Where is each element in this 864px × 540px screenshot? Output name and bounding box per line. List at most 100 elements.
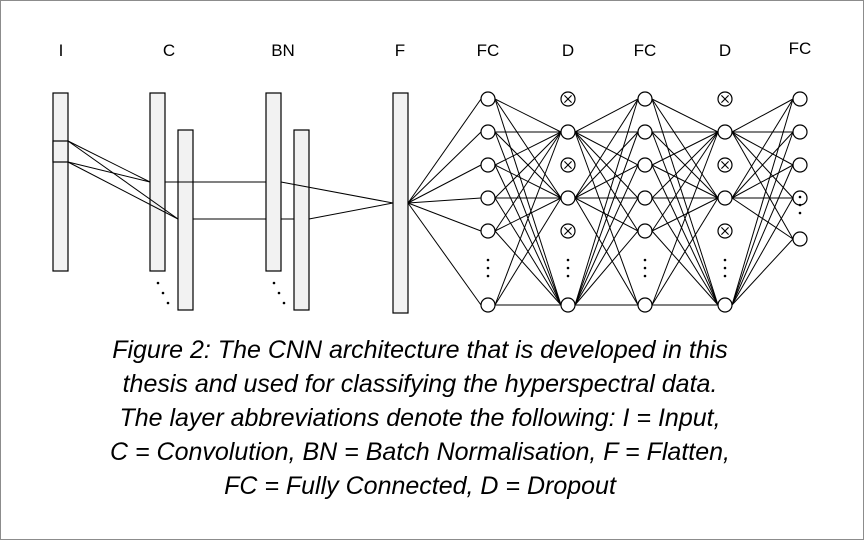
dropped-neuron xyxy=(717,157,733,173)
fc1-ellipsis xyxy=(486,258,490,278)
dropout2-fc3-connection xyxy=(731,164,794,199)
dropout2-fc3-connection xyxy=(731,98,794,199)
dropout2-fc3-connection xyxy=(731,131,794,199)
flatten-fc1-connection xyxy=(407,98,482,204)
fc1-neuron xyxy=(480,124,496,140)
dropout2-ellipsis xyxy=(723,258,727,278)
dropout2-fc3-connection xyxy=(731,131,794,240)
fc2-dropout2-connection xyxy=(651,164,719,306)
dropout1-ellipsis xyxy=(566,258,570,278)
dropout1-fc2-connection xyxy=(574,98,639,199)
dropout2-fc3-connection xyxy=(731,131,794,306)
fc2-dropout2-connection xyxy=(651,197,719,232)
fc2-ellipsis xyxy=(643,258,647,278)
dropout2-fc3-connection xyxy=(731,98,794,133)
flatten-layer-bar xyxy=(392,92,409,314)
conv-feature-map-1 xyxy=(149,92,166,272)
fc2-dropout2-connection xyxy=(651,131,719,232)
label-fc-1: FC xyxy=(477,41,500,60)
fc2-dropout2-connection xyxy=(651,98,719,306)
label-convolution: C xyxy=(163,41,175,60)
caption-line-4: C = Convolution, BN = Batch Normalisatio… xyxy=(110,438,730,466)
label-dropout-2: D xyxy=(719,41,731,60)
label-fc-2: FC xyxy=(634,41,657,60)
dropout1-fc2-connection xyxy=(574,131,639,199)
input-layer-bar xyxy=(52,92,69,272)
dropout1-neuron xyxy=(560,124,576,140)
label-fc-3: FC xyxy=(789,39,812,58)
label-input: I xyxy=(59,41,64,60)
figure-caption: Figure 2: The CNN architecture that is d… xyxy=(20,333,820,503)
dropout1-fc2-connection xyxy=(574,197,639,306)
fc1-dropout1-connection xyxy=(494,131,562,166)
dropout1-fc2-connection xyxy=(574,98,639,133)
fc2-neuron xyxy=(637,190,653,206)
dropout2-fc3-connection xyxy=(731,197,794,306)
bn-feature-map-2 xyxy=(293,129,310,311)
dropout2-neuron xyxy=(717,124,733,140)
fc2-dropout2-connection xyxy=(651,131,719,306)
fc1-dropout1-connection xyxy=(494,98,562,133)
fc2-dropout2-connection xyxy=(651,230,719,306)
label-flatten: F xyxy=(395,41,405,60)
dropout2-fc3-connection xyxy=(731,98,794,306)
fc1-dropout1-connection xyxy=(494,131,562,232)
dropped-neuron xyxy=(717,223,733,239)
dropout2-fc3-connection xyxy=(731,238,794,306)
dropout1-fc2-connection xyxy=(574,131,639,306)
flatten-fc1-connection xyxy=(407,197,482,204)
dropout1-fc2-connection xyxy=(574,197,639,232)
fc2-dropout2-connection xyxy=(651,197,719,306)
fc2-neuron xyxy=(637,297,653,313)
fc3-neuron xyxy=(792,124,808,140)
dropout2-fc3-connection xyxy=(731,164,794,306)
flatten-fc1-connection xyxy=(407,202,482,232)
caption-line-1: Figure 2: The CNN architecture that is d… xyxy=(112,336,728,364)
fc3-ellipsis xyxy=(798,195,802,215)
fc2-dropout2-connection xyxy=(651,98,719,133)
caption-line-5: FC = Fully Connected, D = Dropout xyxy=(224,472,616,500)
input-conv-connections xyxy=(67,140,179,220)
bn-flatten-connections xyxy=(280,181,394,220)
fc2-neuron xyxy=(637,91,653,107)
fc2-neuron xyxy=(637,124,653,140)
fc2-dropout2-connection xyxy=(651,131,719,199)
fc1-neuron xyxy=(480,91,496,107)
dropout2-neuron xyxy=(717,190,733,206)
fc1-dropout1-connection xyxy=(494,164,562,306)
fc1-neuron xyxy=(480,190,496,206)
fc1-neuron xyxy=(480,223,496,239)
fc1-dropout1-connection xyxy=(494,131,562,306)
dense-connections xyxy=(407,98,794,306)
dropout2-neuron xyxy=(717,297,733,313)
dropped-neuron xyxy=(717,91,733,107)
fc1-dropout1-connection xyxy=(494,197,562,232)
dropped-neuron xyxy=(560,223,576,239)
bn-ellipsis xyxy=(272,281,286,305)
dropout1-neuron xyxy=(560,297,576,313)
dropout1-fc2-connection xyxy=(574,98,639,306)
dense-nodes xyxy=(480,91,808,313)
caption-line-3: The layer abbreviations denote the follo… xyxy=(119,404,721,432)
dropout1-fc2-connection xyxy=(574,164,639,199)
fc3-neuron xyxy=(792,157,808,173)
fc2-neuron xyxy=(637,157,653,173)
fc1-neuron xyxy=(480,157,496,173)
fc2-neuron xyxy=(637,223,653,239)
caption-line-2: thesis and used for classifying the hype… xyxy=(122,370,718,398)
cnn-architecture-diagram: I C BN F FC D FC D FC xyxy=(52,39,812,314)
label-dropout-1: D xyxy=(562,41,574,60)
dropped-neuron xyxy=(560,157,576,173)
flatten-fc1-connection xyxy=(407,202,482,306)
fc1-dropout1-connection xyxy=(494,230,562,306)
dropped-neuron xyxy=(560,91,576,107)
fc3-neuron xyxy=(792,231,808,247)
input-receptive-window xyxy=(52,140,69,163)
fc1-neuron xyxy=(480,297,496,313)
dropout1-neuron xyxy=(560,190,576,206)
fc3-neuron xyxy=(792,91,808,107)
bn-feature-map-1 xyxy=(265,92,282,272)
fc1-dropout1-connection xyxy=(494,197,562,306)
conv-feature-map-2 xyxy=(177,129,194,311)
